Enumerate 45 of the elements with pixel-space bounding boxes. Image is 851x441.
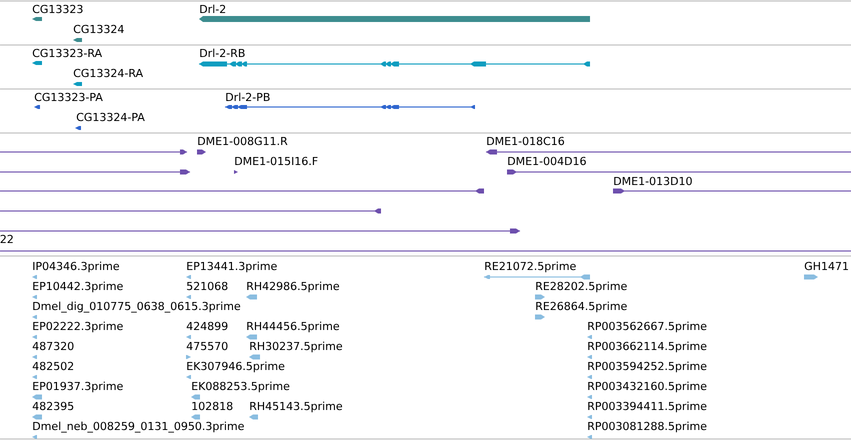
feature-label: RP003394411.5prime — [588, 402, 706, 412]
feature-label: EP10442.3prime — [33, 282, 123, 292]
feature-label: 424899 — [186, 322, 228, 330]
feature-label: 475570 — [186, 342, 228, 350]
feature-label: 487320 — [32, 342, 74, 350]
feature-label: CG13324 — [74, 24, 124, 34]
feature-label: RP003432160.5prime — [588, 382, 706, 392]
feature-label: RE21072.5prime — [485, 262, 576, 272]
feature-label: 482395 — [32, 402, 74, 410]
feature-label: EP01937.3prime — [33, 382, 123, 392]
feature-label: CG13324-RA — [74, 68, 143, 78]
feature-label: CG13323-PA — [34, 92, 103, 102]
feature-label: Dmel_neb_008259_0131_0950.3prime — [33, 422, 244, 433]
feature-label: 482502 — [32, 362, 74, 370]
feature-label: 102818 — [192, 402, 232, 410]
feature-label: RH44456.5prime — [247, 322, 340, 332]
feature-label: EP13441.3prime — [187, 262, 277, 272]
feature-label: DME1-008G11.R — [198, 136, 288, 146]
feature-label: RH42986.5prime — [247, 282, 340, 292]
feature-label: RH45143.5prime — [250, 402, 342, 412]
feature-label: EK088253.5prime — [192, 382, 290, 392]
feature-label: RP003662114.5prime — [588, 342, 706, 352]
feature-label: CG13323-RA — [32, 48, 102, 58]
feature-label: Drl-2-RB — [200, 48, 245, 57]
feature-label: DME1-015I16.F — [235, 156, 318, 166]
feature-label: DME1-013D10 — [614, 176, 692, 186]
feature-label: GH1471 — [804, 262, 848, 270]
feature-label: RP003594252.5prime — [588, 362, 706, 372]
feature-label: RE28202.5prime — [536, 282, 627, 292]
feature-label: Drl-2 — [200, 4, 226, 13]
feature-label: DME1-004D16 — [508, 156, 586, 166]
feature-label: RE26864.5prime — [536, 302, 627, 312]
feature-label: CG13324-PA — [76, 112, 145, 122]
feature-label: 22 — [0, 234, 13, 243]
feature-label: DME1-018C16 — [487, 136, 564, 146]
feature-label: EK307946.5prime — [187, 362, 284, 372]
feature-label: EP02222.3prime — [33, 322, 123, 332]
feature-label: 521068 — [187, 282, 228, 290]
feature-label: Dmel_dig_010775_0638_0615.3prime — [33, 302, 240, 313]
feature-label: IP04346.3prime — [33, 262, 120, 272]
feature-label: Drl-2-PB — [226, 92, 270, 101]
feature-label: RH30237.5prime — [250, 342, 342, 352]
feature-label: CG13323 — [32, 4, 83, 14]
feature-label: RP003562667.5prime — [588, 322, 706, 332]
feature-label: RP003081288.5prime — [588, 422, 706, 432]
